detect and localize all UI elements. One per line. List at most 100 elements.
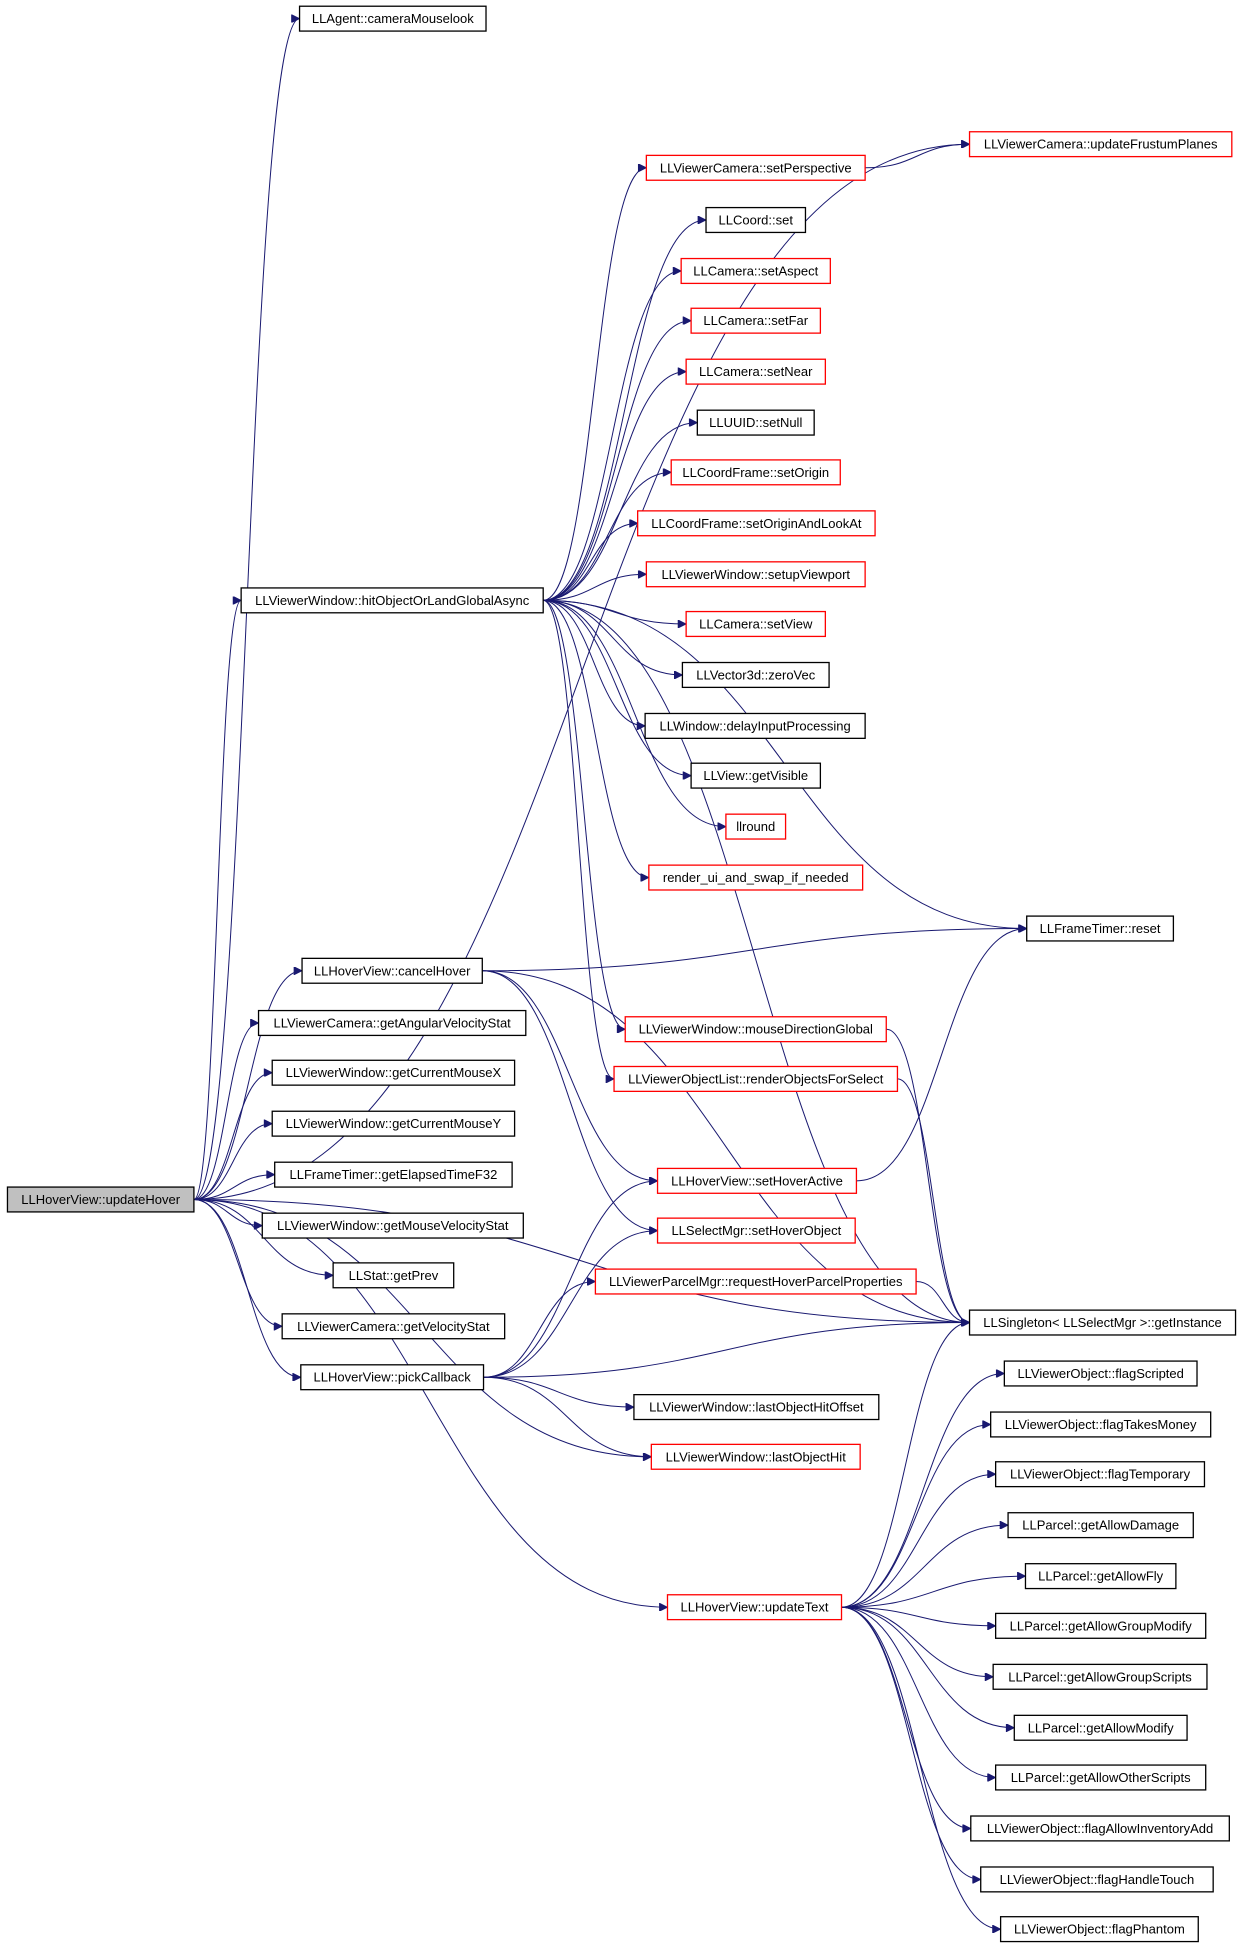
node-llround[interactable]: llround bbox=[725, 813, 787, 840]
edge-cancelHover-to-setHoverActive bbox=[482, 970, 657, 1181]
edge-hitObject-to-setView bbox=[543, 599, 686, 624]
node-box bbox=[633, 1393, 880, 1421]
edge-updateText-to-allowDamage bbox=[841, 1525, 1009, 1608]
node-setOrigin[interactable]: LLCoordFrame::setOrigin bbox=[670, 459, 841, 486]
node-getAngVel[interactable]: LLViewerCamera::getAngularVelocityStat bbox=[257, 1009, 527, 1037]
node-curMouseY[interactable]: LLViewerWindow::getCurrentMouseY bbox=[271, 1110, 516, 1137]
node-box bbox=[1003, 1360, 1198, 1387]
node-allowFly[interactable]: LLParcel::getAllowFly bbox=[1024, 1563, 1177, 1590]
node-box bbox=[992, 1663, 1208, 1690]
node-velStat[interactable]: LLViewerCamera::getVelocityStat bbox=[281, 1313, 506, 1340]
node-allowOtherScripts[interactable]: LLParcel::getAllowOtherScripts bbox=[994, 1764, 1207, 1791]
node-lastHitOffset[interactable]: LLViewerWindow::lastObjectHitOffset bbox=[633, 1393, 880, 1421]
node-allowModify[interactable]: LLParcel::getAllowModify bbox=[1013, 1714, 1188, 1741]
node-flagHandleTouch[interactable]: LLViewerObject::flagHandleTouch bbox=[980, 1866, 1214, 1893]
node-label: LLViewerParcelMgr::requestHoverParcelPro… bbox=[609, 1274, 903, 1289]
node-box bbox=[650, 1443, 861, 1470]
node-getInstance[interactable]: LLSingleton< LLSelectMgr >::getInstance bbox=[968, 1309, 1237, 1336]
node-label: LLParcel::getAllowModify bbox=[1028, 1720, 1174, 1735]
node-getVisible[interactable]: LLView::getVisible bbox=[690, 762, 822, 789]
node-box bbox=[240, 587, 544, 614]
node-box bbox=[670, 459, 841, 486]
node-label: LLViewerCamera::getVelocityStat bbox=[297, 1319, 490, 1334]
node-lastHit[interactable]: LLViewerWindow::lastObjectHit bbox=[650, 1443, 861, 1470]
node-cancelHover[interactable]: LLHoverView::cancelHover bbox=[301, 957, 483, 984]
node-setAspect[interactable]: LLCamera::setAspect bbox=[680, 257, 831, 285]
node-root[interactable]: LLHoverView::updateHover bbox=[6, 1186, 195, 1213]
edge-pickCallback-to-lastHit bbox=[483, 1376, 652, 1457]
edge-root-to-hitObject bbox=[193, 600, 241, 1200]
edge-pickCallback-to-setHoverActive bbox=[483, 1181, 658, 1378]
node-zeroVec[interactable]: LLVector3d::zeroVec bbox=[681, 661, 830, 689]
node-label: LLStat::getPrev bbox=[349, 1268, 439, 1283]
edge-hitObject-to-setPerspective bbox=[543, 168, 646, 601]
node-box bbox=[648, 864, 864, 891]
edge-renderObjects-to-getInstance bbox=[897, 1078, 969, 1323]
node-flagScripted[interactable]: LLViewerObject::flagScripted bbox=[1003, 1360, 1198, 1387]
node-label: LLCoord::set bbox=[719, 213, 794, 228]
edge-updateText-to-flagTakesMoney bbox=[841, 1424, 991, 1608]
node-label: LLParcel::getAllowDamage bbox=[1022, 1518, 1179, 1533]
node-setNear[interactable]: LLCamera::setNear bbox=[685, 358, 827, 385]
node-label: LLAgent::cameraMouselook bbox=[312, 11, 474, 26]
node-setView[interactable]: LLCamera::setView bbox=[685, 610, 827, 638]
node-coordSet[interactable]: LLCoord::set bbox=[705, 206, 807, 234]
node-label: LLParcel::getAllowFly bbox=[1038, 1569, 1163, 1584]
edge-hitObject-to-setAspect bbox=[543, 271, 681, 601]
node-requestParcel[interactable]: LLViewerParcelMgr::requestHoverParcelPro… bbox=[594, 1268, 917, 1295]
node-label: llround bbox=[736, 819, 775, 834]
node-delayInput[interactable]: LLWindow::delayInputProcessing bbox=[644, 712, 866, 739]
node-cameraMouselook[interactable]: LLAgent::cameraMouselook bbox=[298, 5, 487, 32]
node-setOriginLook[interactable]: LLCoordFrame::setOriginAndLookAt bbox=[637, 510, 876, 537]
edge-updateText-to-flagHandleTouch bbox=[841, 1606, 981, 1879]
node-box bbox=[300, 1364, 485, 1391]
node-label: LLViewerWindow::getCurrentMouseY bbox=[286, 1116, 502, 1131]
node-flagTakesMoney[interactable]: LLViewerObject::flagTakesMoney bbox=[990, 1411, 1212, 1438]
node-renderUi[interactable]: render_ui_and_swap_if_needed bbox=[648, 864, 864, 891]
node-box bbox=[271, 1110, 516, 1137]
node-box bbox=[271, 1059, 516, 1086]
node-setNull[interactable]: LLUUID::setNull bbox=[696, 409, 815, 436]
edge-root-to-getInstance bbox=[193, 1198, 970, 1322]
node-setFar[interactable]: LLCamera::setFar bbox=[690, 307, 822, 334]
node-label: LLViewerWindow::lastObjectHitOffset bbox=[649, 1400, 864, 1415]
node-label: LLViewerWindow::lastObjectHit bbox=[666, 1449, 847, 1464]
node-box bbox=[970, 1815, 1230, 1842]
node-updateText[interactable]: LLHoverView::updateText bbox=[666, 1594, 843, 1621]
node-allowGroupModify[interactable]: LLParcel::getAllowGroupModify bbox=[994, 1612, 1207, 1639]
node-box bbox=[1026, 915, 1175, 942]
node-hitObject[interactable]: LLViewerWindow::hitObjectOrLandGlobalAsy… bbox=[240, 587, 544, 614]
edge-cancelHover-to-setHoverObject bbox=[482, 970, 657, 1231]
node-setupViewport[interactable]: LLViewerWindow::setupViewport bbox=[645, 561, 866, 588]
edge-hitObject-to-delayInput bbox=[543, 599, 645, 726]
node-mouseDir[interactable]: LLViewerWindow::mouseDirectionGlobal bbox=[624, 1016, 887, 1043]
node-setHoverActive[interactable]: LLHoverView::setHoverActive bbox=[656, 1167, 858, 1194]
edge-pickCallback-to-setHoverObject bbox=[483, 1231, 658, 1378]
node-renderObjects[interactable]: LLViewerObjectList::renderObjectsForSele… bbox=[613, 1065, 899, 1093]
node-flagPhantom[interactable]: LLViewerObject::flagPhantom bbox=[999, 1916, 1199, 1943]
node-flagTemporary[interactable]: LLViewerObject::flagTemporary bbox=[994, 1461, 1206, 1488]
node-setHoverObject[interactable]: LLSelectMgr::setHoverObject bbox=[656, 1217, 856, 1244]
node-label: LLParcel::getAllowOtherScripts bbox=[1011, 1770, 1191, 1785]
node-curMouseX[interactable]: LLViewerWindow::getCurrentMouseX bbox=[271, 1059, 516, 1086]
node-setPerspective[interactable]: LLViewerCamera::setPerspective bbox=[645, 154, 866, 181]
node-label: LLSelectMgr::setHoverObject bbox=[671, 1223, 841, 1238]
node-flagInvAdd[interactable]: LLViewerObject::flagAllowInventoryAdd bbox=[970, 1815, 1230, 1842]
node-label: LLViewerWindow::mouseDirectionGlobal bbox=[639, 1022, 873, 1037]
edge-root-to-curMouseX bbox=[193, 1073, 272, 1200]
edge-hitObject-to-mouseDir bbox=[543, 599, 625, 1029]
node-getPrev[interactable]: LLStat::getPrev bbox=[332, 1262, 455, 1289]
node-box bbox=[656, 1217, 856, 1244]
node-elapsed[interactable]: LLFrameTimer::getElapsedTimeF32 bbox=[274, 1161, 513, 1188]
edge-updateText-to-flagScripted bbox=[841, 1374, 1005, 1608]
edge-updateText-to-allowGroupModify bbox=[841, 1606, 996, 1626]
node-allowGroupScripts[interactable]: LLParcel::getAllowGroupScripts bbox=[992, 1663, 1208, 1690]
node-mouseVel[interactable]: LLViewerWindow::getMouseVelocityStat bbox=[261, 1212, 524, 1239]
node-pickCallback[interactable]: LLHoverView::pickCallback bbox=[300, 1364, 485, 1391]
node-frameReset[interactable]: LLFrameTimer::reset bbox=[1026, 915, 1175, 942]
edge-requestParcel-to-getInstance bbox=[916, 1281, 969, 1323]
node-label: LLCamera::setView bbox=[699, 616, 813, 631]
node-allowDamage[interactable]: LLParcel::getAllowDamage bbox=[1007, 1512, 1194, 1539]
node-updateFrustum[interactable]: LLViewerCamera::updateFrustumPlanes bbox=[968, 131, 1233, 158]
edge-root-to-cancelHover bbox=[193, 971, 302, 1200]
